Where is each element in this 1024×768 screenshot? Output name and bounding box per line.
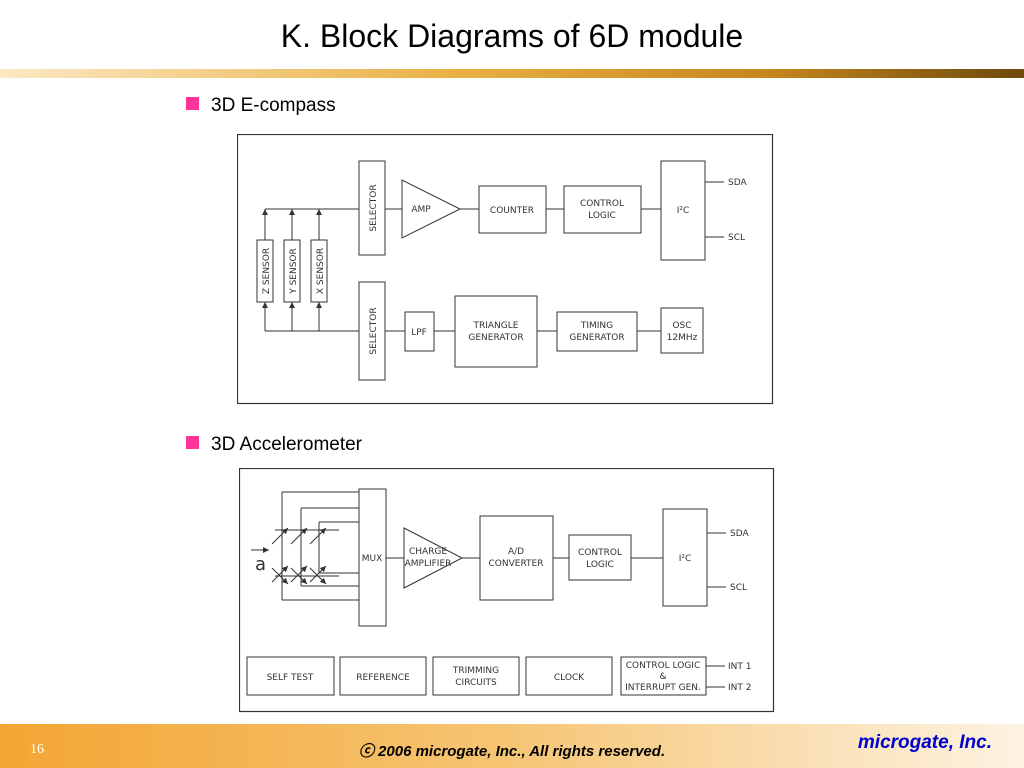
lpf-label: LPF [411,328,427,338]
self-test-block: SELF TEST [246,656,335,696]
trimming-label-2: CIRCUITS [455,678,497,688]
brand-name: microgate, Inc. [857,732,992,753]
interrupt-label-3: INTERRUPT GEN. [625,683,701,693]
reference-block: REFERENCE [339,656,427,696]
counter-block: COUNTER [478,185,547,234]
accel-sda-label: SDA [730,529,749,539]
i2c-label: I²C [677,206,690,216]
control-logic-block: CONTROL LOGIC [563,185,642,234]
self-test-label: SELF TEST [267,673,314,683]
control-logic-label-2: LOGIC [588,211,616,221]
accel-heading: 3D Accelerometer [186,434,362,456]
osc-label-2: 12MHz [667,333,698,343]
z-sensor-label: Z SENSOR [262,248,272,294]
footer-bar: 16 ⓒ 2006 microgate, Inc., All rights re… [0,724,1024,768]
lpf-block: LPF [404,311,435,352]
accel-heading-label: 3D Accelerometer [211,434,363,455]
clock-block: CLOCK [525,656,613,696]
interrupt-logic-block: CONTROL LOGIC & INTERRUPT GEN. [620,656,707,696]
ad-converter-block: A/D CONVERTER [479,515,554,601]
charge-amp-label-2: AMPLIFIER [405,559,452,569]
counter-label: COUNTER [490,206,534,216]
selector-top-block: SELECTOR [358,160,386,256]
accel-control-logic-label-1: CONTROL [578,548,622,558]
control-logic-label-1: CONTROL [580,199,624,209]
i2c-block: I²C [660,160,706,261]
copyright-notice: ⓒ 2006 microgate, Inc., All rights reser… [358,743,666,760]
mux-block: MUX [358,488,387,627]
triangle-generator-block: TRIANGLE GENERATOR [454,295,538,368]
y-sensor-block: Y SENSOR [283,239,301,303]
timing-label-2: GENERATOR [569,333,624,343]
accel-control-logic-block: CONTROL LOGIC [568,534,632,581]
interrupt-label-1: CONTROL LOGIC [626,661,701,671]
compass-heading-label: 3D E-compass [211,95,336,116]
osc-label-1: OSC [672,321,691,331]
charge-amp-label-1: CHARGE [409,547,447,557]
x-sensor-label: X SENSOR [316,248,326,294]
accel-i2c-label: I²C [679,554,692,564]
x-sensor-block: X SENSOR [310,239,328,303]
clock-label: CLOCK [554,673,585,683]
accel-i2c-block: I²C [662,508,708,607]
adc-label-2: CONVERTER [489,559,544,569]
amp-label: AMP [411,205,431,215]
timing-label-1: TIMING [580,321,613,331]
int2-label: INT 2 [728,683,751,693]
page-number: 16 [30,742,44,757]
adc-label-1: A/D [508,547,524,557]
accel-control-logic-label-2: LOGIC [586,560,614,570]
int1-label: INT 1 [728,662,751,672]
mux-label: MUX [362,554,383,564]
accel-input-label: a [255,554,266,575]
bullet-square-icon [186,97,199,110]
bullet-square-icon [186,436,199,449]
osc-block: OSC 12MHz [660,307,704,354]
title-divider-bar [0,69,1024,78]
capacitive-sensor-network [271,491,359,601]
compass-heading: 3D E-compass [186,95,336,117]
y-sensor-label: Y SENSOR [289,248,299,295]
selector-bottom-block: SELECTOR [358,281,386,381]
compass-block-diagram: Z SENSOR Y SENSOR X SENSOR SELECTOR AMP … [237,134,774,406]
triangle-label-2: GENERATOR [468,333,523,343]
trimming-circuits-block: TRIMMING CIRCUITS [432,656,520,696]
interrupt-label-2: & [659,672,666,682]
z-sensor-block: Z SENSOR [256,239,274,303]
accel-scl-label: SCL [730,583,747,593]
reference-label: REFERENCE [356,673,410,683]
amp-block: AMP [401,179,462,239]
selector-bottom-label: SELECTOR [369,307,379,354]
trimming-label-1: TRIMMING [452,666,499,676]
page-title: K. Block Diagrams of 6D module [280,18,744,54]
accel-block-diagram: a MUX CHARGE AMPLIFIER A/D CONVERTER CON… [239,468,776,714]
sensor-bus-lines [262,208,359,332]
sda-label: SDA [728,178,747,188]
scl-label: SCL [728,233,745,243]
selector-top-label: SELECTOR [369,184,379,231]
charge-amplifier-block: CHARGE AMPLIFIER [403,527,464,589]
triangle-label-1: TRIANGLE [473,321,519,331]
timing-generator-block: TIMING GENERATOR [556,311,638,352]
